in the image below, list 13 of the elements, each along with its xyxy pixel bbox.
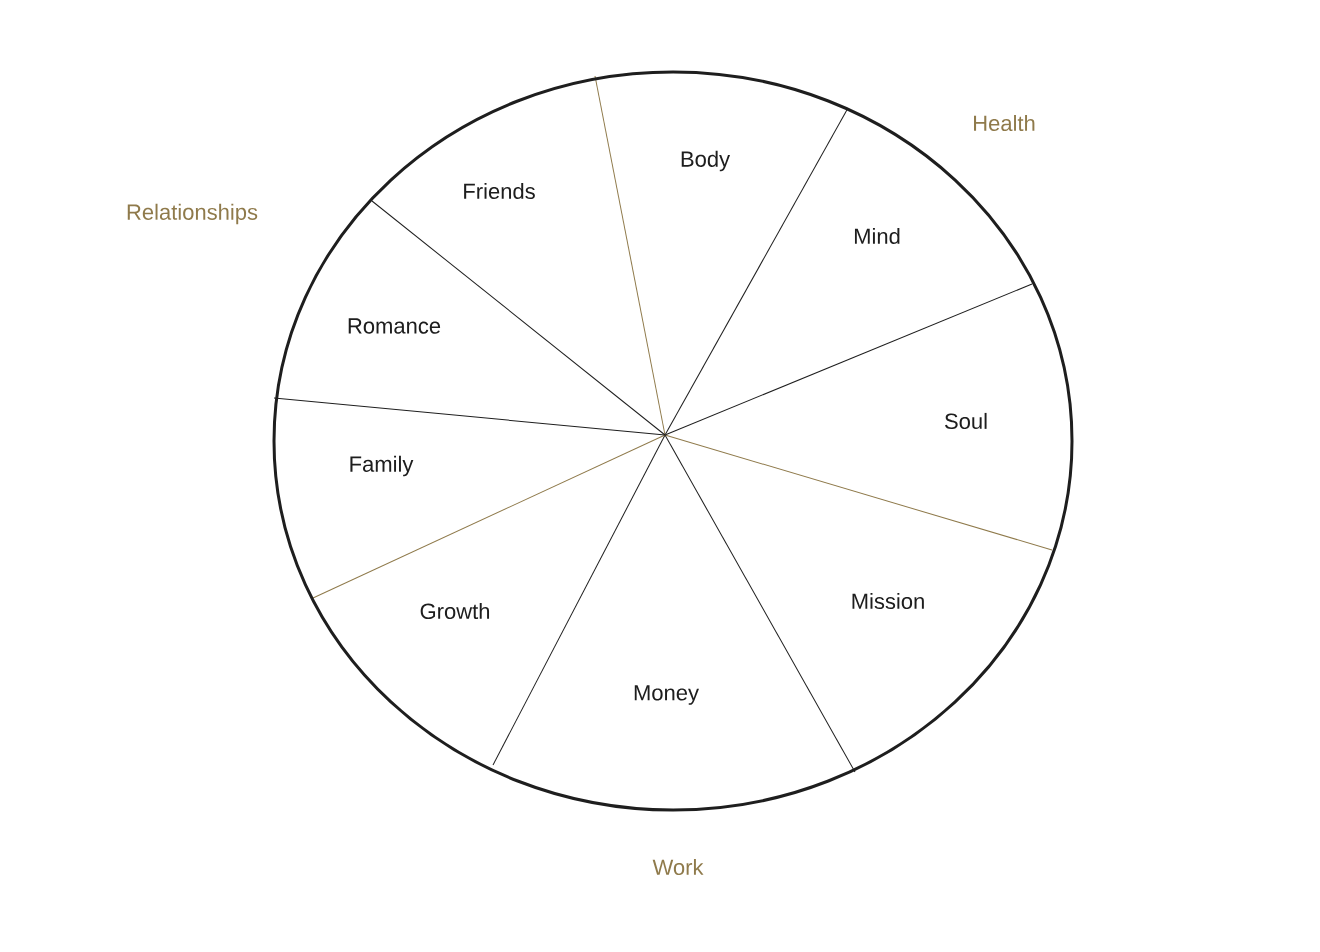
segment-label: Growth	[420, 602, 490, 620]
segment-label: Body	[681, 150, 731, 172]
segment-label: Friends	[464, 182, 535, 200]
wheel-circle	[272, 70, 1074, 812]
category-label: Relationships	[127, 203, 258, 225]
category-label: Health	[974, 114, 1035, 132]
segment-label: Family	[350, 455, 414, 477]
segment-label: Mind	[854, 227, 900, 245]
segment-label: Romance	[348, 318, 441, 334]
segment-label: Soul	[945, 412, 987, 430]
segment-label: Mission	[852, 592, 924, 610]
segment-label: Money	[634, 685, 699, 705]
category-label: Work	[652, 858, 704, 876]
